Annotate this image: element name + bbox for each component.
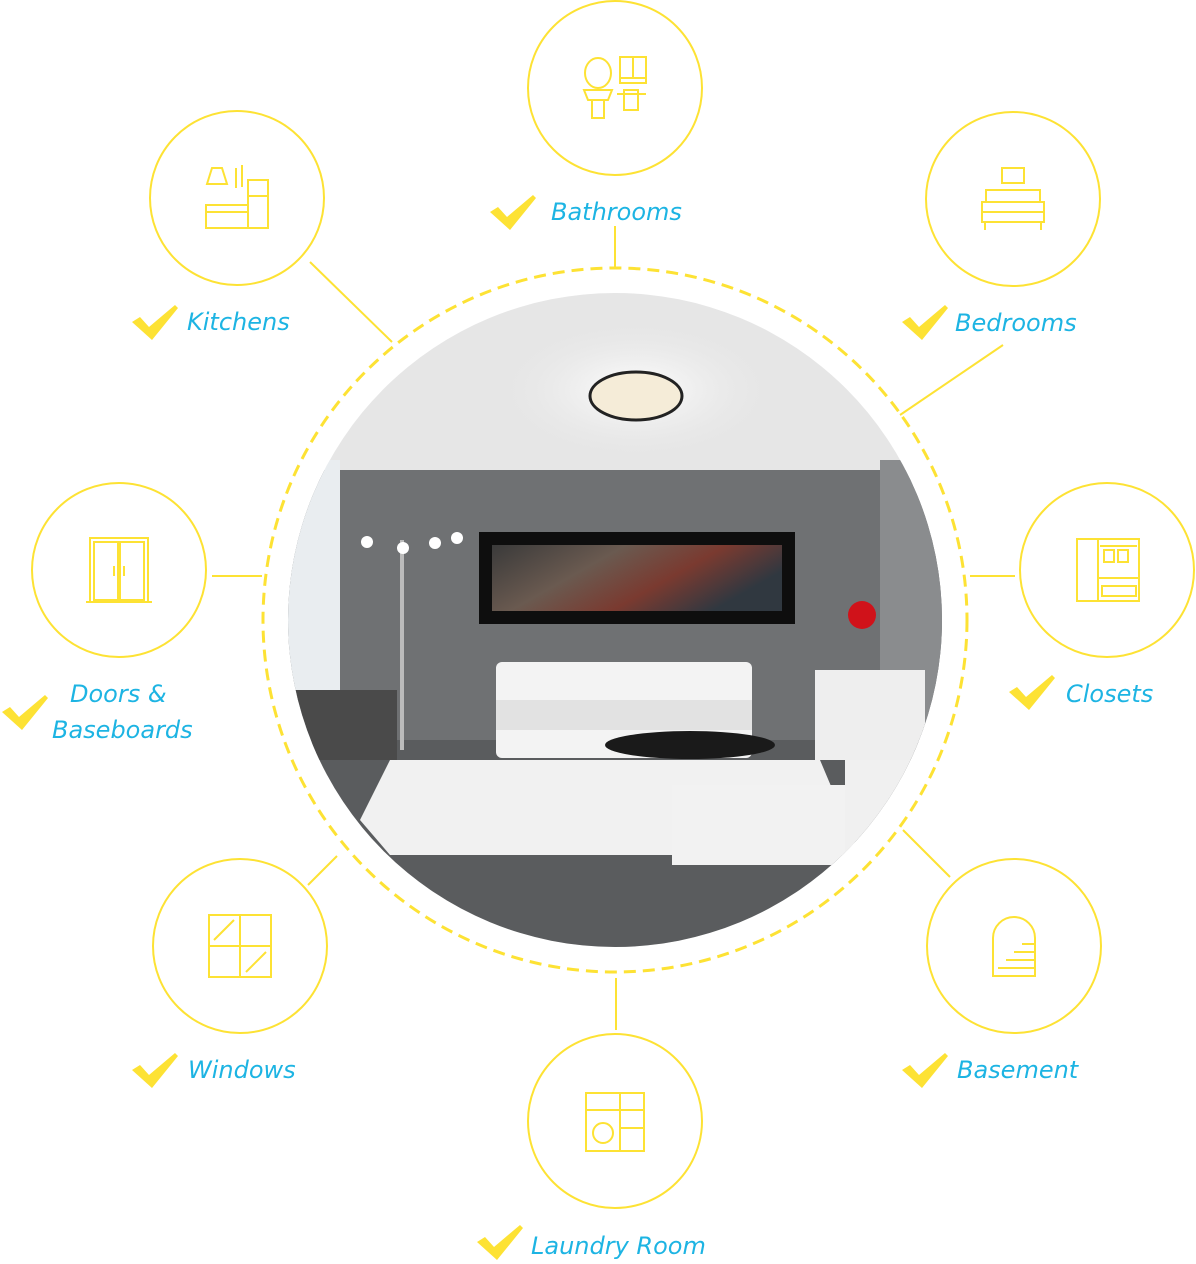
closet-icon bbox=[1076, 538, 1140, 602]
room-label-bedrooms: Bedrooms bbox=[955, 309, 1077, 337]
room-label-baseboards: Baseboards bbox=[52, 716, 193, 744]
check-icon bbox=[477, 1225, 523, 1260]
laundry-icon bbox=[585, 1092, 645, 1152]
kitchen-icon bbox=[205, 165, 269, 229]
windows-circle bbox=[152, 858, 328, 1034]
check-icon bbox=[2, 695, 48, 730]
check-icon bbox=[902, 1053, 948, 1088]
check-icon bbox=[1009, 675, 1055, 710]
room-label-kitchens: Kitchens bbox=[187, 308, 290, 336]
bathrooms-circle bbox=[527, 0, 703, 176]
laundry-circle bbox=[527, 1033, 703, 1209]
dashed-ring bbox=[261, 266, 969, 974]
check-icon bbox=[132, 1053, 178, 1088]
check-icon bbox=[490, 195, 536, 230]
bed-icon bbox=[981, 167, 1045, 230]
room-label-bathrooms: Bathrooms bbox=[551, 198, 682, 226]
living-room-photo bbox=[288, 293, 942, 947]
room-label-windows: Windows bbox=[188, 1056, 296, 1084]
room-label-doors: Doors & bbox=[70, 680, 167, 708]
basement-stairs-icon bbox=[992, 916, 1036, 977]
check-icon bbox=[132, 305, 178, 340]
kitchens-circle bbox=[149, 110, 325, 286]
room-label-closets: Closets bbox=[1066, 680, 1154, 708]
room-label-laundry: Laundry Room bbox=[531, 1232, 706, 1260]
bathroom-icon bbox=[582, 56, 647, 119]
window-icon bbox=[208, 914, 272, 978]
connector-lines bbox=[212, 226, 1015, 1030]
door-icon bbox=[86, 537, 152, 603]
bedrooms-circle bbox=[925, 111, 1101, 287]
closets-circle bbox=[1019, 482, 1195, 658]
check-icon bbox=[902, 305, 948, 340]
doors-circle bbox=[31, 482, 207, 658]
room-label-basement: Basement bbox=[957, 1056, 1079, 1084]
basement-circle bbox=[926, 858, 1102, 1034]
